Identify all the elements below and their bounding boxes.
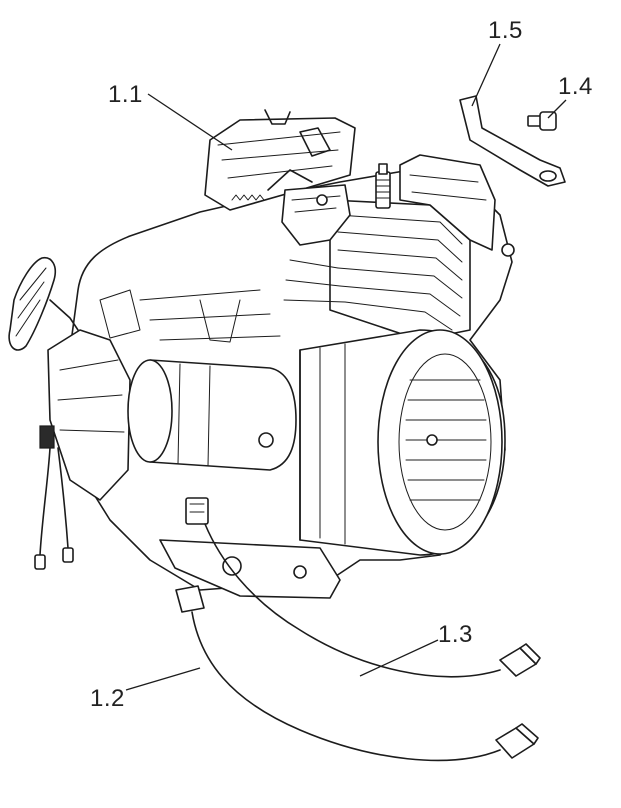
drain-plug — [222, 556, 242, 576]
cable-1-3-connector — [499, 643, 541, 677]
cable-1-2-top-connector — [175, 585, 205, 613]
muffler-bolt — [501, 243, 515, 257]
cable-1-2 — [175, 585, 539, 762]
callout-label-1-1: 1.1 — [108, 81, 143, 108]
cable-1-2-connector — [495, 723, 539, 759]
callout-1-5: 1.5 — [471, 17, 523, 107]
recoil-starter-handle — [8, 256, 79, 351]
governor-spring — [231, 194, 265, 201]
wire-clip — [39, 425, 55, 449]
muffler-box — [399, 154, 496, 251]
air-filter-clip — [264, 109, 291, 125]
callout-label-1-2: 1.2 — [90, 685, 125, 712]
left-side-cover — [47, 329, 131, 501]
air-filter-box — [204, 117, 356, 211]
callout-1-3: 1.3 — [359, 621, 473, 677]
cable-1-3 — [204, 523, 541, 678]
relay-connector — [185, 497, 209, 525]
callout-label-1-5: 1.5 — [488, 17, 523, 44]
starter-motor — [127, 359, 297, 471]
spark-plug — [375, 163, 391, 209]
bolt-1-4 — [527, 111, 557, 131]
alternator-housing — [299, 329, 506, 556]
engine-base — [159, 539, 341, 599]
mounting-bracket — [459, 95, 566, 187]
callout-1-2: 1.2 — [90, 667, 201, 712]
callout-1-4: 1.4 — [547, 73, 593, 119]
callout-1-1: 1.1 — [108, 81, 233, 151]
callout-label-1-3: 1.3 — [438, 621, 473, 648]
left-wires — [34, 447, 74, 570]
engine-assembly — [8, 109, 515, 599]
callout-label-1-4: 1.4 — [558, 73, 593, 100]
carburetor — [281, 184, 351, 246]
cylinder-fins — [283, 199, 471, 341]
